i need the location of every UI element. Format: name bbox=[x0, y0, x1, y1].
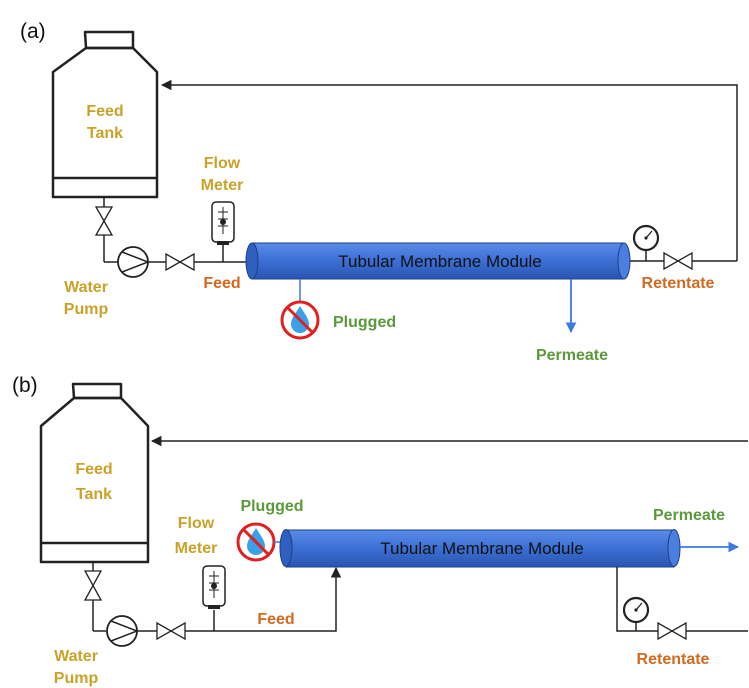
flow-meter-icon bbox=[211, 201, 235, 245]
panel-a-letter: (a) bbox=[20, 20, 46, 43]
tank-label-line1: Feed bbox=[75, 461, 112, 478]
valve-icon bbox=[94, 206, 114, 236]
retentate-label: Retentate bbox=[637, 651, 710, 668]
pump-label-line2: Pump bbox=[54, 670, 99, 687]
tank-label-line2: Tank bbox=[76, 486, 112, 503]
pump-label-line1: Water bbox=[54, 648, 98, 665]
water-pump-icon bbox=[117, 246, 151, 278]
flow-meter-label-line2: Meter bbox=[175, 540, 218, 557]
panel-b: (b) Feed Tank Water Pump Feed bbox=[12, 374, 748, 687]
plugged-sign-icon bbox=[236, 522, 276, 562]
plugged-label: Plugged bbox=[333, 314, 396, 331]
pressure-gauge-icon bbox=[632, 224, 660, 252]
feed-label: Feed bbox=[203, 275, 240, 292]
tank-label-line2: Tank bbox=[87, 125, 123, 142]
valve-icon bbox=[663, 251, 693, 271]
flow-meter-label-line2: Meter bbox=[201, 177, 244, 194]
tubular-membrane-module bbox=[279, 529, 681, 568]
plugged-label: Plugged bbox=[240, 498, 303, 515]
feed-label: Feed bbox=[257, 611, 294, 628]
panel-a: (a) Feed Tank Water Pump Feed bbox=[20, 20, 738, 364]
tubular-membrane-module bbox=[245, 242, 631, 280]
flow-meter-icon bbox=[202, 565, 226, 609]
tank-label-line1: Feed bbox=[86, 103, 123, 120]
module-label: Tubular Membrane Module bbox=[380, 539, 583, 558]
retentate-label: Retentate bbox=[642, 275, 715, 292]
pump-label-line2: Pump bbox=[64, 301, 109, 318]
pressure-gauge-icon bbox=[622, 596, 650, 624]
permeate-label: Permeate bbox=[653, 507, 725, 524]
flow-meter-label-line1: Flow bbox=[204, 155, 241, 172]
plugged-sign-icon bbox=[280, 300, 320, 340]
feed-tank-icon bbox=[39, 382, 150, 564]
feed-tank-icon bbox=[51, 30, 159, 199]
valve-icon bbox=[165, 252, 195, 272]
water-pump-icon bbox=[106, 615, 140, 647]
valve-icon bbox=[156, 621, 186, 641]
pump-label-line1: Water bbox=[64, 279, 108, 296]
flow-meter-label-line1: Flow bbox=[178, 515, 215, 532]
permeate-label: Permeate bbox=[536, 347, 608, 364]
valve-icon bbox=[83, 570, 103, 601]
panel-b-letter: (b) bbox=[12, 374, 38, 397]
valve-icon bbox=[657, 621, 687, 641]
module-label: Tubular Membrane Module bbox=[338, 252, 541, 271]
